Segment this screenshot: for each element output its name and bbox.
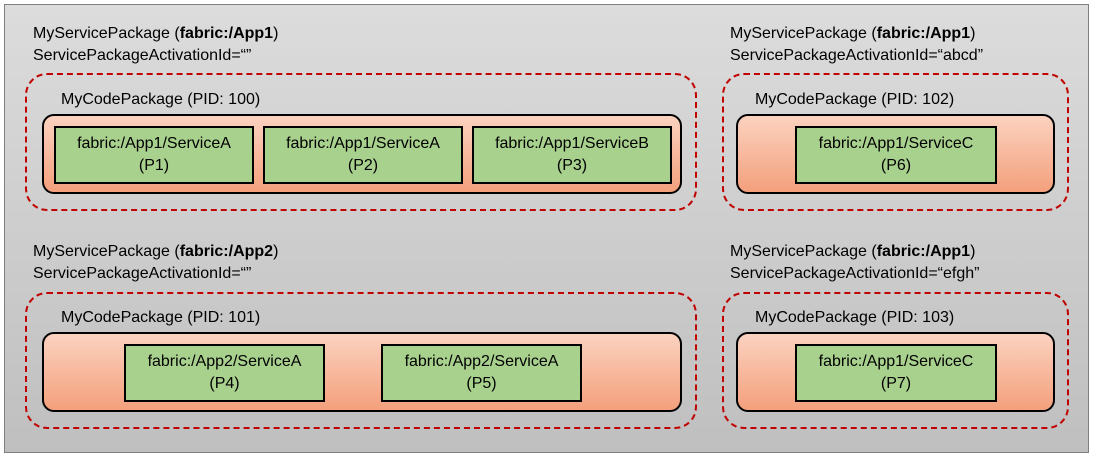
service-package-boundary (722, 73, 1069, 211)
service-package-title: MyServicePackage (fabric:/App1) ServiceP… (730, 23, 983, 67)
code-package-label: MyCodePackage (PID: 100) (61, 91, 261, 108)
app-name: fabric:/App1 (876, 243, 971, 260)
partition-id: (P5) (466, 375, 497, 392)
package-name: MyServicePackage ( (730, 25, 877, 42)
service-replica: fabric:/App2/ServiceA (P4) (124, 344, 325, 402)
service-replica: fabric:/App1/ServiceA (P1) (54, 126, 254, 184)
service-replica: fabric:/App1/ServiceB (P3) (472, 126, 672, 184)
service-name: fabric:/App1/ServiceC (818, 353, 974, 370)
activation-id: ServicePackageActivationId=“efgh” (730, 265, 980, 282)
activation-id: ServicePackageActivationId=“” (33, 47, 252, 64)
service-package-boundary (25, 73, 697, 211)
package-name-suffix: ) (970, 25, 976, 42)
package-name: MyServicePackage ( (730, 243, 877, 260)
package-name-suffix: ) (970, 243, 976, 260)
partition-id: (P6) (880, 157, 912, 174)
service-name: fabric:/App2/ServiceA (147, 353, 302, 370)
partition-id: (P4) (209, 375, 240, 392)
app-name: fabric:/App2 (179, 243, 274, 260)
code-package-label: MyCodePackage (PID: 102) (755, 91, 955, 108)
service-package-title: MyServicePackage (fabric:/App1) ServiceP… (33, 23, 278, 67)
service-name: fabric:/App1/ServiceC (818, 135, 974, 152)
service-name: fabric:/App2/ServiceA (404, 353, 559, 370)
app-name: fabric:/App1 (179, 25, 274, 42)
partition-id: (P3) (556, 157, 588, 174)
service-replica: fabric:/App2/ServiceA (P5) (381, 344, 582, 402)
code-package-label: MyCodePackage (PID: 103) (755, 309, 955, 326)
code-package-box: fabric:/App1/ServiceC (P6) (736, 114, 1055, 194)
code-package-label: MyCodePackage (PID: 101) (61, 309, 261, 326)
code-package-box: fabric:/App2/ServiceA (P4) fabric:/App2/… (42, 332, 682, 412)
activation-id: ServicePackageActivationId=“” (33, 265, 252, 282)
service-package-title: MyServicePackage (fabric:/App2) ServiceP… (33, 241, 278, 285)
service-package-boundary (722, 292, 1069, 429)
service-name: fabric:/App1/ServiceA (286, 135, 440, 152)
code-package-box: fabric:/App1/ServiceA (P1) fabric:/App1/… (42, 114, 682, 194)
package-name: MyServicePackage ( (33, 243, 180, 260)
package-name-suffix: ) (273, 25, 279, 42)
diagram-canvas: MyServicePackage (fabric:/App1) ServiceP… (4, 4, 1089, 453)
service-package-title: MyServicePackage (fabric:/App1) ServiceP… (730, 241, 979, 285)
service-replica: fabric:/App1/ServiceA (P2) (263, 126, 463, 184)
partition-id: (P7) (880, 375, 912, 392)
service-name: fabric:/App1/ServiceA (77, 135, 231, 152)
package-name-suffix: ) (273, 243, 279, 260)
service-replica: fabric:/App1/ServiceC (P7) (795, 344, 997, 402)
app-name: fabric:/App1 (876, 25, 971, 42)
package-name: MyServicePackage ( (33, 25, 180, 42)
service-replica: fabric:/App1/ServiceC (P6) (795, 126, 997, 184)
partition-id: (P1) (138, 157, 170, 174)
service-package-boundary (25, 292, 697, 429)
code-package-box: fabric:/App1/ServiceC (P7) (736, 332, 1055, 412)
activation-id: ServicePackageActivationId=“abcd” (730, 47, 984, 64)
service-name: fabric:/App1/ServiceB (495, 135, 649, 152)
partition-id: (P2) (347, 157, 379, 174)
